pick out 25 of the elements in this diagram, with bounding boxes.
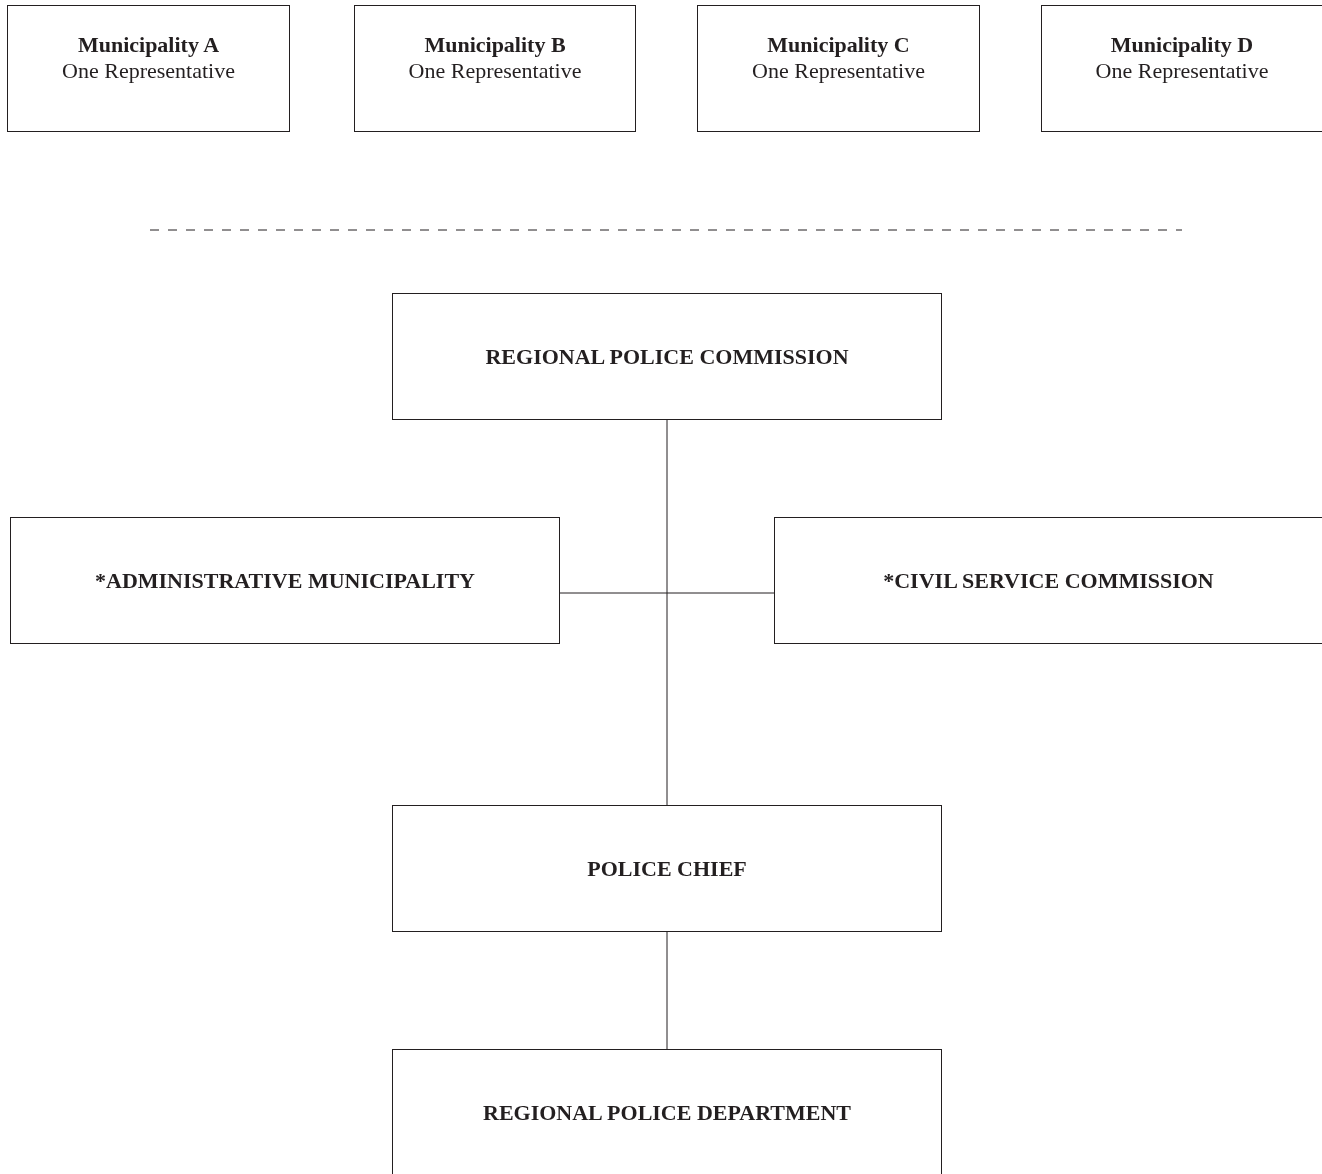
municipality-box [697,5,980,132]
node-title: POLICE CHIEF [587,855,747,882]
node-subtitle: One Representative [408,58,582,84]
node-title: REGIONAL POLICE COMMISSION [485,343,849,370]
org-box [392,1049,942,1174]
org-box [392,293,942,420]
connector-line [666,419,668,806]
node-title: Municipality B [424,32,566,58]
municipality-box [354,5,636,132]
node-title: REGIONAL POLICE DEPARTMENT [483,1099,851,1126]
connector-line [559,592,775,594]
node-subtitle: One Representative [1095,58,1269,84]
node-subtitle: One Representative [752,58,925,84]
node-subtitle: One Representative [62,58,235,84]
municipality-box [7,5,290,132]
connector-line [666,931,668,1050]
org-box [774,517,1322,644]
org-box [392,805,942,932]
node-title: Municipality D [1110,32,1254,58]
node-title: Municipality A [77,32,220,58]
org-box [10,517,560,644]
municipality-box [1041,5,1322,132]
node-title: *ADMINISTRATIVE MUNICIPALITY [95,567,475,594]
node-title: *CIVIL SERVICE COMMISSION [883,567,1214,594]
node-title: Municipality C [767,32,910,58]
